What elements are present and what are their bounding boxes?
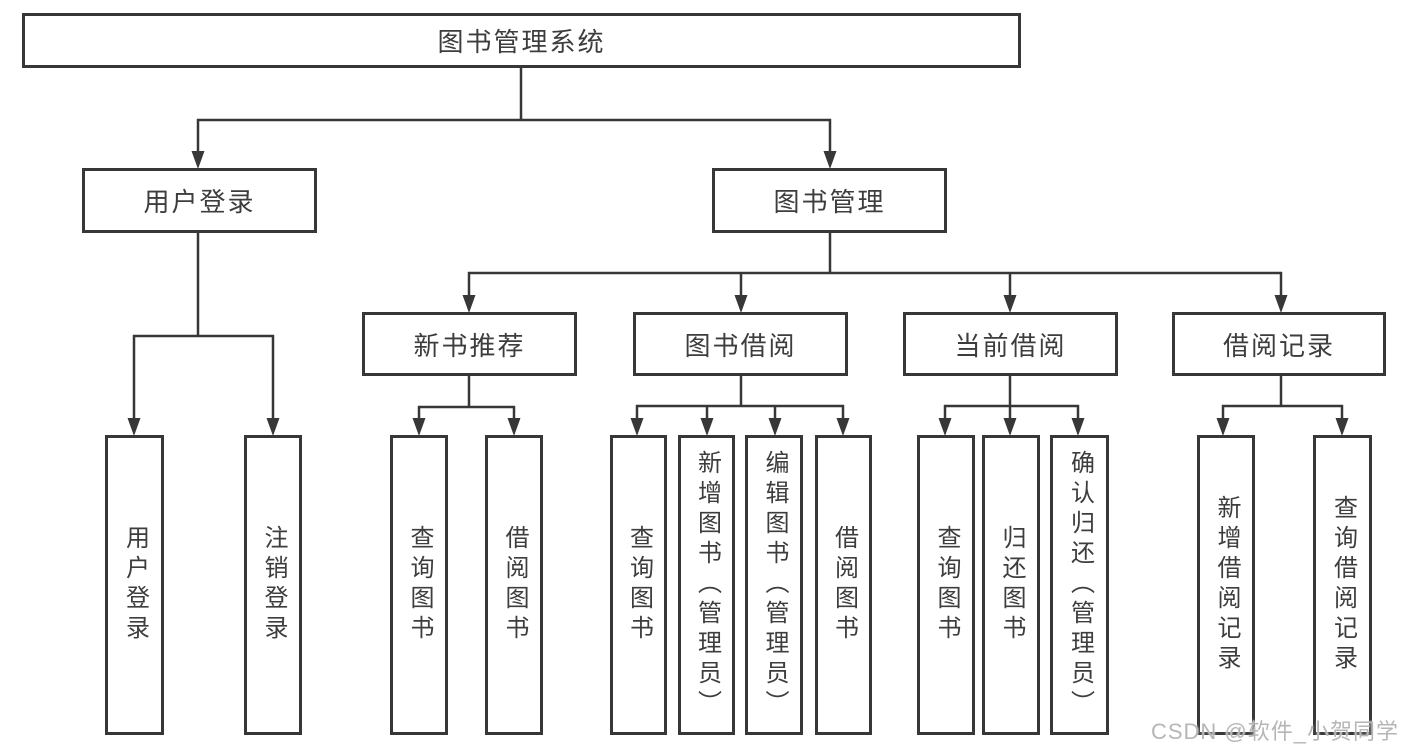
leaf-confirm-return-admin: 确认归还（管理员） [1050, 435, 1109, 735]
leaf-query-borrow-record: 查询借阅记录 [1313, 435, 1372, 735]
node-current-borrow: 当前借阅 [903, 312, 1118, 376]
node-new-book-recommend: 新书推荐 [362, 312, 577, 376]
node-library-management-system: 图书管理系统 [22, 13, 1021, 68]
leaf-user-login: 用户登录 [105, 435, 164, 735]
node-book-borrow: 图书借阅 [633, 312, 848, 376]
leaf-query-books-recommend: 查询图书 [390, 435, 448, 735]
leaf-logout-login: 注销登录 [244, 435, 302, 735]
node-book-management: 图书管理 [712, 168, 947, 233]
node-user-login: 用户登录 [82, 168, 317, 233]
arrowheads [127, 151, 1349, 436]
csdn-watermark: CSDN @软件_小贺同学 [1150, 719, 1399, 744]
leaf-add-borrow-record: 新增借阅记录 [1197, 435, 1255, 735]
leaf-query-books-current: 查询图书 [917, 435, 975, 735]
leaf-borrow-books: 借阅图书 [815, 435, 872, 735]
leaf-query-books-borrow: 查询图书 [610, 435, 667, 735]
leaf-return-books: 归还图书 [982, 435, 1040, 735]
leaf-borrow-books-recommend: 借阅图书 [485, 435, 543, 735]
node-borrow-records: 借阅记录 [1172, 312, 1386, 376]
leaf-edit-books-admin: 编辑图书（管理员） [745, 435, 803, 735]
leaf-add-books-admin: 新增图书（管理员） [678, 435, 735, 735]
